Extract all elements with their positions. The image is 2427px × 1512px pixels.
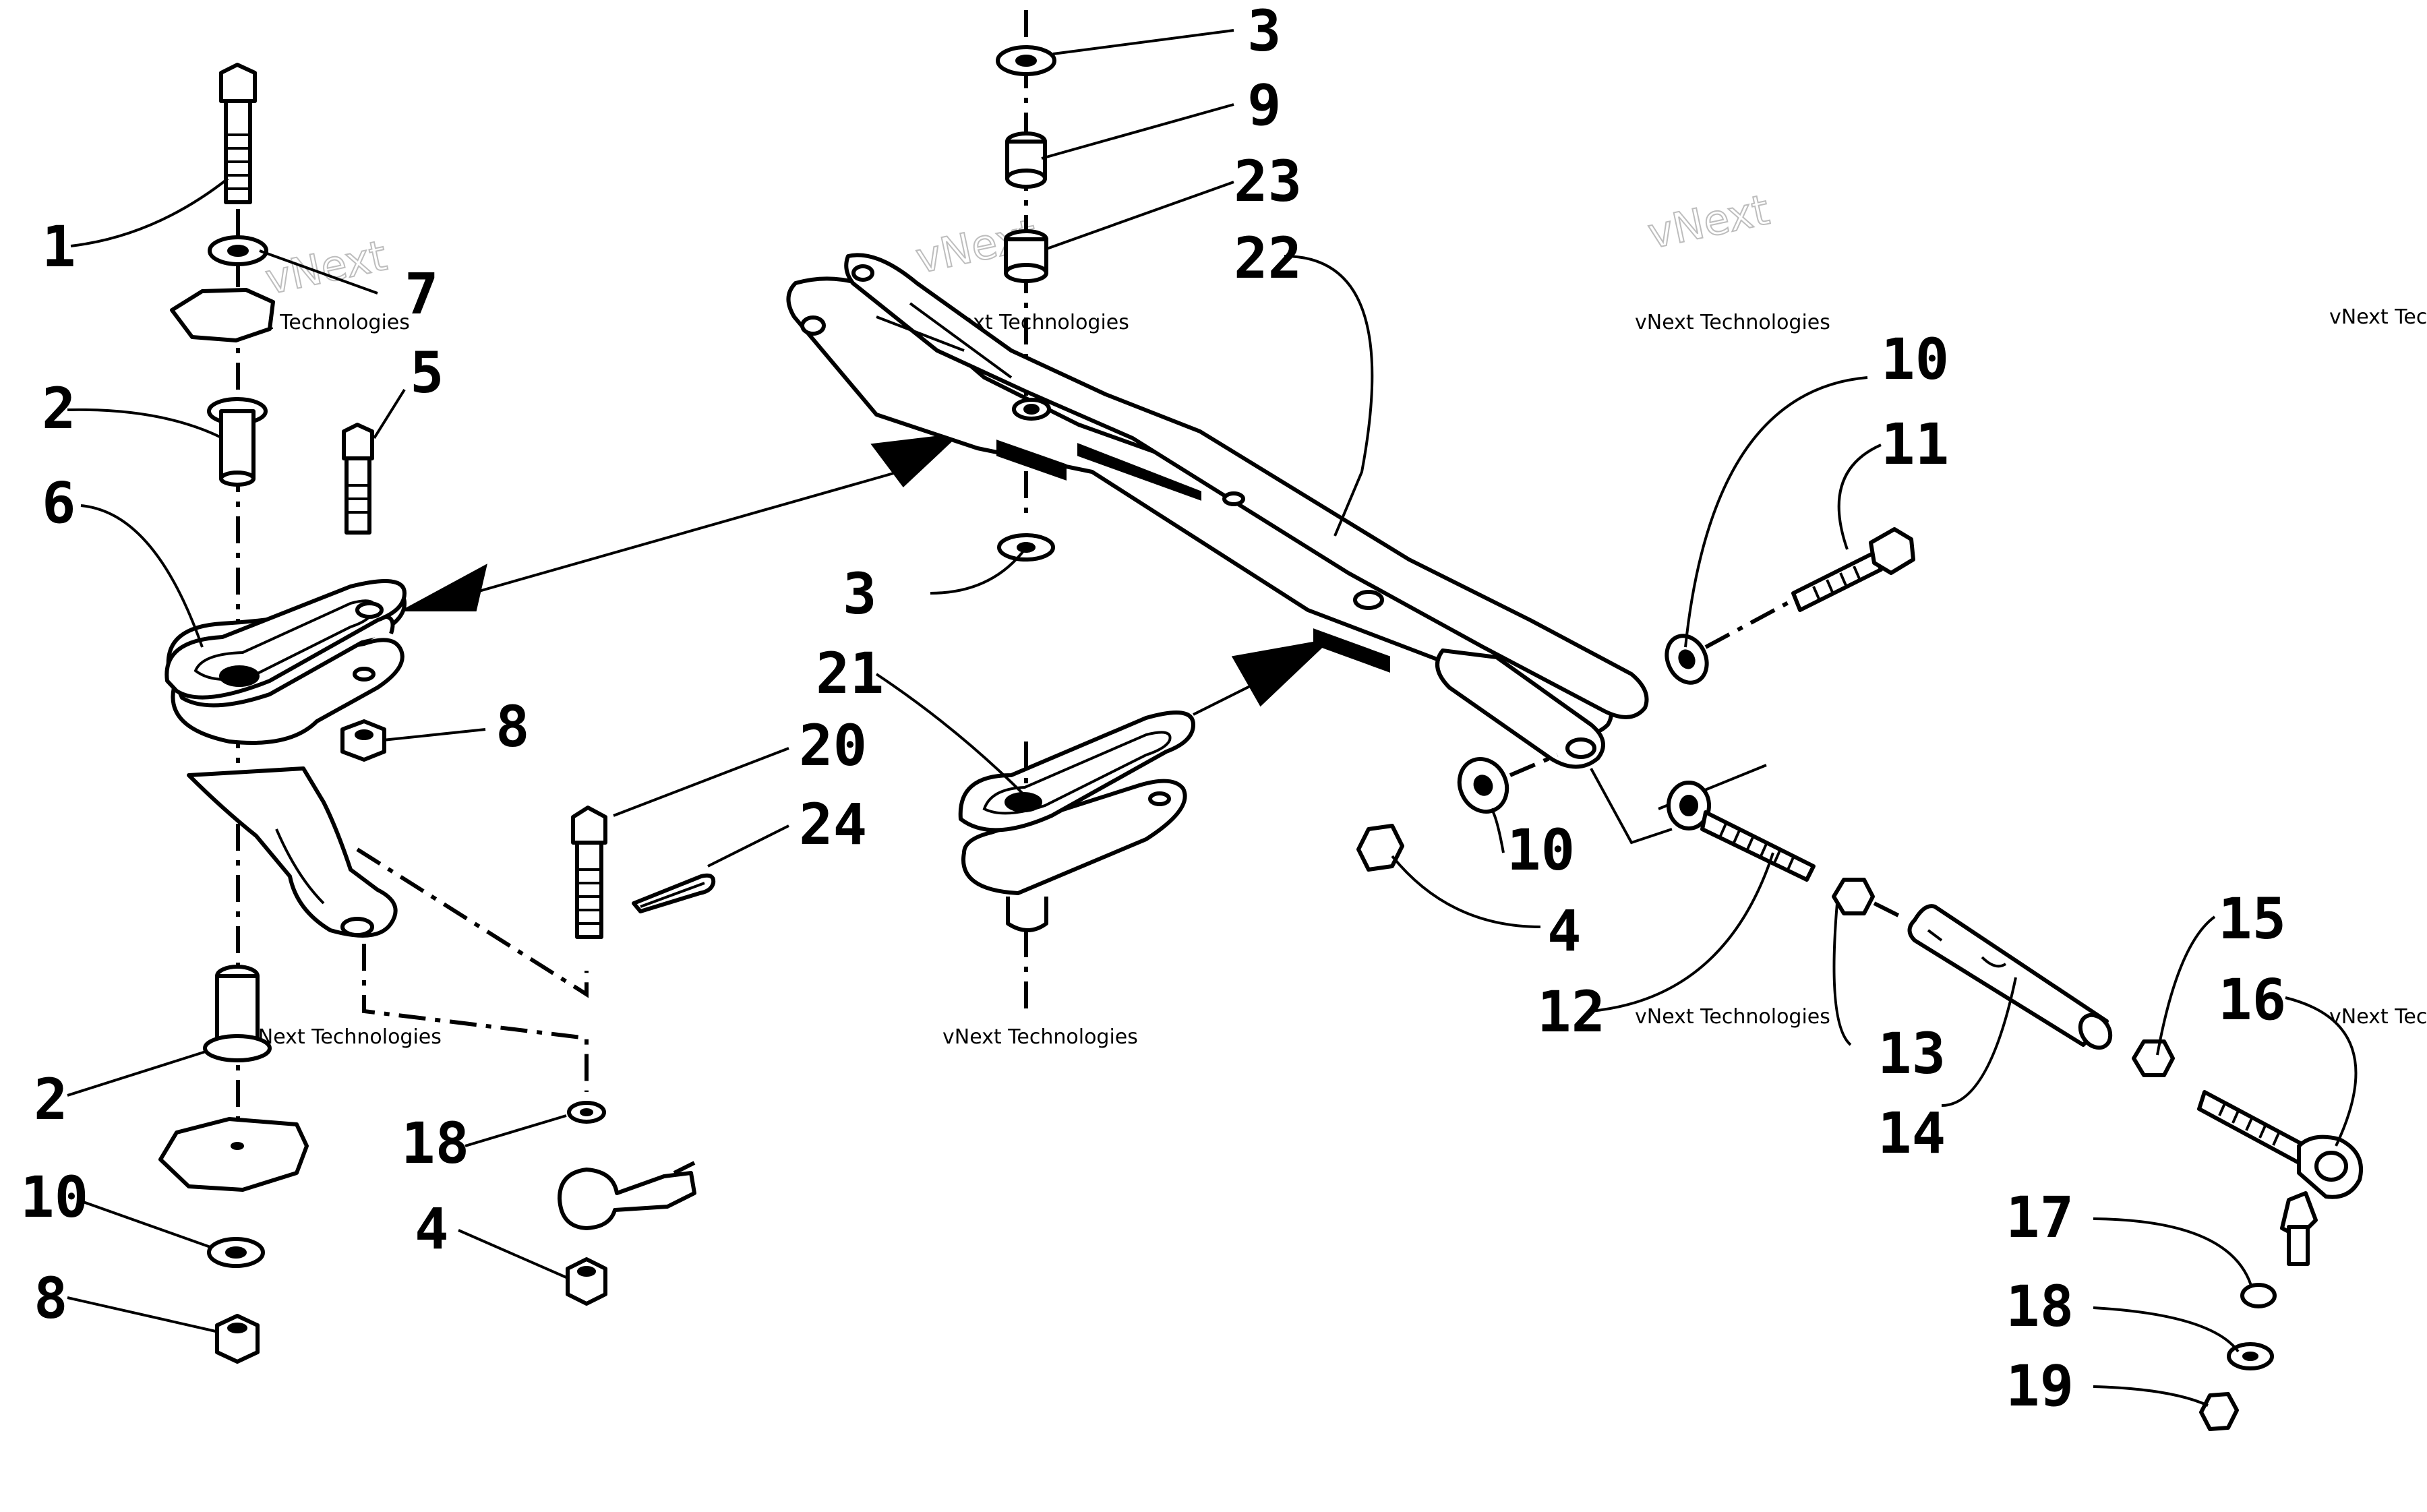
callout-10: 10: [1881, 326, 1949, 392]
callout-7: 7: [404, 261, 439, 327]
ball-joint-icon: [558, 1161, 696, 1230]
tie-rod-end-icon: [1667, 781, 1816, 882]
adjusting-sleeve-icon: [1907, 904, 2113, 1050]
callout-17: 17: [2006, 1184, 2074, 1250]
washer-icon: [1665, 634, 1709, 685]
callout-4: 4: [1547, 898, 1582, 964]
callout-4: 4: [415, 1196, 449, 1262]
washer-hole-icon: [227, 245, 249, 257]
callout-16: 16: [2218, 967, 2286, 1033]
callout-2: 2: [42, 375, 76, 442]
bolt-1-icon: [219, 63, 257, 204]
watermark-big: vNext: [1644, 185, 1773, 258]
nut-icon: [215, 1314, 260, 1364]
watermark-text: vNext Technologies: [2329, 1005, 2427, 1029]
bolt-11-icon: [1791, 527, 1915, 612]
bushing-icon: [203, 965, 272, 1062]
washer-icon: [2240, 1283, 2277, 1308]
callout-9: 9: [1247, 72, 1282, 138]
tie-bar-icon: [786, 253, 1649, 769]
callout-12: 12: [1537, 979, 1605, 1045]
cotter-pin-icon: [632, 873, 716, 913]
washer-icon: [1457, 757, 1509, 814]
tie-rod-end-icon: [2197, 1090, 2363, 1266]
callout-8: 8: [34, 1265, 68, 1331]
callout-1: 1: [42, 214, 76, 280]
nut-icon: [1356, 824, 1404, 872]
callout-19: 19: [2006, 1353, 2074, 1419]
callout-11: 11: [1881, 411, 1949, 477]
nut-icon: [2199, 1392, 2239, 1431]
watermark-big: vNext: [261, 231, 390, 304]
callout-13: 13: [1878, 1021, 1946, 1087]
nut-icon: [1832, 878, 1875, 915]
callout-3: 3: [1247, 0, 1282, 64]
watermark-text: vNext Technologies: [942, 1025, 1138, 1049]
pitman-arm-icon: [958, 710, 1195, 1011]
callout-22: 22: [1234, 225, 1302, 291]
bushing-icon: [207, 397, 268, 487]
assembly-line: [1509, 753, 1559, 777]
callout-23: 23: [1234, 148, 1302, 214]
watermark-text: vNext Technologies: [1635, 1005, 1830, 1029]
callout-2: 2: [34, 1066, 68, 1132]
bolt-5-icon: [342, 423, 374, 535]
callout-14: 14: [1878, 1100, 1946, 1166]
bolt-20-icon: [571, 806, 607, 939]
callout-15: 15: [2218, 886, 2286, 952]
arrow-icon: [1193, 638, 1333, 716]
callout-3: 3: [843, 561, 877, 627]
callout-18: 18: [2006, 1273, 2074, 1339]
steering-arm-icon: [164, 579, 407, 938]
callouts: 1 7 2 5 6 8 20 24 2 10 8 18 4 3 9 23 22 …: [20, 0, 2286, 1419]
double-arrow-icon: [404, 433, 961, 611]
callout-18: 18: [401, 1110, 469, 1176]
frame-fragment-icon: [170, 288, 275, 342]
spacer-icon: [1005, 131, 1047, 189]
watermark-text: vNext Technologies: [1635, 311, 1830, 334]
leader-lines: [67, 29, 2358, 1407]
bushing-icon: [1004, 229, 1048, 283]
assembly-line: [356, 847, 589, 998]
callout-20: 20: [799, 713, 867, 779]
assembly-line: [1704, 598, 1795, 649]
watermark-text: vNext Technologies: [246, 1025, 442, 1049]
callout-10: 10: [1507, 817, 1575, 883]
watermark-text: vNext Technologies: [2329, 305, 2427, 329]
callout-8: 8: [496, 694, 530, 760]
callout-24: 24: [799, 791, 867, 857]
callout-21: 21: [816, 640, 884, 706]
nut-icon: [340, 719, 386, 762]
callout-5: 5: [410, 340, 444, 406]
callout-6: 6: [42, 470, 76, 536]
nut-icon: [2132, 1039, 2175, 1077]
frame-fragment-icon: [158, 1117, 309, 1192]
assembly-line: [362, 944, 589, 1092]
nut-icon: [566, 1257, 607, 1306]
callout-10: 10: [20, 1164, 88, 1230]
